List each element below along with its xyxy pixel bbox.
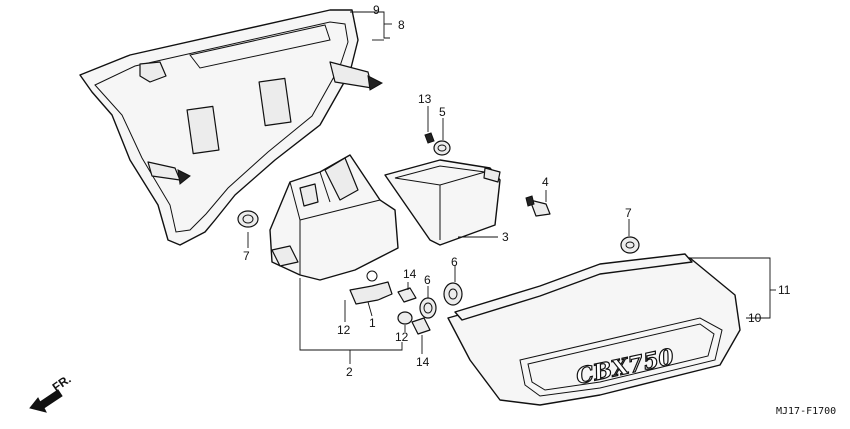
fastener-4	[525, 195, 551, 217]
grommet-6a	[419, 297, 437, 319]
label-13: 13	[418, 92, 432, 106]
grommet-5	[433, 140, 451, 156]
label-12b: 12	[395, 330, 409, 344]
label-5: 5	[439, 105, 446, 119]
arrow-down-left-icon	[29, 389, 63, 413]
label-12a: 12	[337, 323, 351, 337]
label-1: 1	[369, 316, 376, 330]
grommet-right	[620, 236, 640, 254]
label-2: 2	[346, 365, 353, 379]
label-11: 11	[778, 283, 791, 297]
label-6a: 6	[424, 273, 431, 287]
label-4: 4	[542, 175, 549, 189]
label-10: 10	[748, 311, 762, 325]
label-9: 9	[373, 3, 380, 17]
collar-12	[397, 311, 413, 325]
label-14b: 14	[416, 355, 430, 369]
right-side-cover	[447, 253, 741, 406]
clip-1	[349, 270, 393, 305]
label-3: 3	[502, 230, 509, 244]
grommet-6b	[443, 282, 463, 306]
grommet-left	[237, 210, 259, 228]
left-side-cover	[79, 9, 384, 246]
pin-13	[424, 132, 435, 144]
leader-lines	[247, 11, 776, 364]
diagram-code: MJ17-F1700	[776, 406, 836, 417]
label-8: 8	[398, 18, 405, 32]
label-14a: 14	[403, 267, 417, 281]
bolt-14-lower	[411, 317, 431, 335]
label-7a: 7	[243, 249, 250, 263]
bolt-14-upper	[397, 287, 417, 303]
bracket-assembly	[269, 154, 399, 281]
storage-case	[384, 159, 501, 246]
label-7b: 7	[625, 206, 632, 220]
front-indicator-label: FR.	[50, 372, 74, 395]
label-6b: 6	[451, 255, 458, 269]
